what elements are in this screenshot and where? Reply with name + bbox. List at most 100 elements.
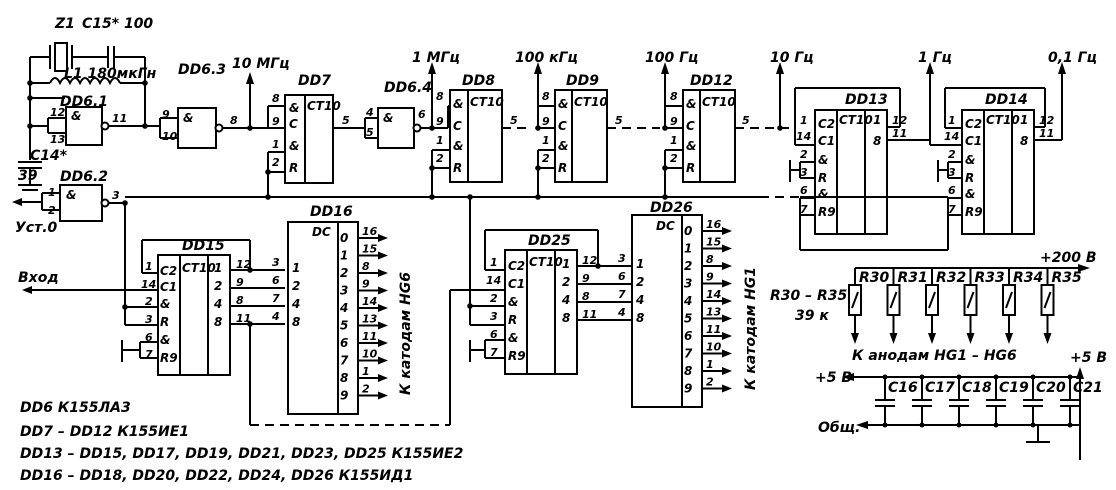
svg-text:1: 1 bbox=[873, 113, 881, 127]
svg-text:5: 5 bbox=[742, 114, 750, 127]
dd26-out-9: 9 bbox=[684, 382, 692, 396]
counter-dd8: DD8 CT10 & C & R 8 9 1 2 5 bbox=[429, 73, 530, 197]
svg-text:6: 6 bbox=[948, 184, 956, 197]
svg-text:R: R bbox=[558, 161, 567, 175]
resistor-label-r34: R34 bbox=[1013, 270, 1043, 286]
dd25-label: DD25 bbox=[528, 233, 571, 249]
svg-text:14: 14 bbox=[141, 278, 156, 291]
svg-text:1: 1 bbox=[490, 256, 498, 269]
dd6-3-label: DD6.3 bbox=[178, 62, 226, 78]
svg-text:11: 11 bbox=[112, 112, 127, 125]
dd16-pin-16: 16 bbox=[362, 225, 378, 238]
svg-text:C: C bbox=[453, 119, 462, 133]
freq-10hz: 10 Гц bbox=[770, 50, 814, 66]
svg-text:2: 2 bbox=[272, 156, 280, 169]
dd16-out-9: 9 bbox=[340, 389, 348, 403]
dd26-out-8: 8 bbox=[684, 364, 692, 378]
svg-text:R9: R9 bbox=[508, 349, 526, 363]
capacitor-label-c17: C17 bbox=[925, 380, 955, 396]
dd26-out-6: 6 bbox=[684, 329, 692, 343]
cathodes-hg6-label: К катодам HG6 bbox=[398, 272, 414, 395]
svg-text:11: 11 bbox=[892, 127, 907, 140]
svg-text:5: 5 bbox=[615, 114, 623, 127]
svg-text:8: 8 bbox=[230, 114, 238, 127]
dd26-pin-10: 10 bbox=[706, 341, 722, 354]
dd26-pin-13: 13 bbox=[706, 306, 722, 319]
svg-text:1: 1 bbox=[214, 261, 222, 275]
svg-text:11: 11 bbox=[582, 308, 597, 321]
svg-text:&: & bbox=[383, 111, 393, 125]
svg-text:1: 1 bbox=[542, 134, 550, 147]
svg-text:R: R bbox=[965, 171, 974, 185]
svg-text:R9: R9 bbox=[965, 205, 983, 219]
counter-dd13: DD13 CT10 C2 C1 & R & R9 1 8 1 14 2 3 6 … bbox=[789, 50, 952, 250]
legend-line-3: DD13 – DD15, DD17, DD19, DD21, DD23, DD2… bbox=[20, 446, 463, 462]
svg-text:7: 7 bbox=[618, 288, 626, 301]
dd26-out-5: 5 bbox=[684, 312, 692, 326]
svg-text:C2: C2 bbox=[818, 117, 835, 131]
svg-text:C1: C1 bbox=[160, 280, 177, 294]
svg-text:C: C bbox=[686, 119, 695, 133]
svg-text:9: 9 bbox=[542, 115, 550, 128]
svg-text:3: 3 bbox=[145, 313, 153, 326]
svg-text:6: 6 bbox=[800, 184, 808, 197]
legend-line-2: DD7 – DD12 К155ИЕ1 bbox=[20, 424, 189, 440]
resistor-label-r33: R33 bbox=[975, 270, 1005, 286]
svg-text:R: R bbox=[453, 161, 462, 175]
svg-text:10: 10 bbox=[162, 130, 178, 143]
dd26-pin-14: 14 bbox=[706, 288, 721, 301]
dd16-out-1: 1 bbox=[340, 249, 348, 263]
svg-text:6: 6 bbox=[145, 331, 153, 344]
svg-text:DC: DC bbox=[656, 219, 675, 233]
capacitor-label-c21: C21 bbox=[1073, 380, 1103, 396]
svg-text:14: 14 bbox=[796, 130, 811, 143]
svg-text:2: 2 bbox=[562, 275, 570, 289]
c14-label: С14* bbox=[30, 148, 68, 164]
svg-text:2: 2 bbox=[292, 279, 300, 293]
svg-text:2: 2 bbox=[542, 152, 550, 165]
svg-text:&: & bbox=[686, 139, 696, 153]
dd6-1-label: DD6.1 bbox=[60, 94, 108, 110]
svg-text:4: 4 bbox=[213, 297, 222, 311]
svg-text:&: & bbox=[818, 153, 828, 167]
dd16-pin-10: 10 bbox=[362, 348, 378, 361]
dd26-label: DD26 bbox=[650, 200, 693, 216]
dd6-2-label: DD6.2 bbox=[60, 169, 108, 185]
c14-value: 39 bbox=[18, 168, 38, 184]
svg-text:CT10: CT10 bbox=[986, 113, 1020, 127]
capacitor-label-c16: C16 bbox=[888, 380, 918, 396]
svg-text:&: & bbox=[508, 331, 518, 345]
svg-text:2: 2 bbox=[145, 295, 153, 308]
svg-text:3: 3 bbox=[272, 256, 280, 269]
svg-text:CT10: CT10 bbox=[182, 261, 216, 275]
svg-text:R9: R9 bbox=[160, 351, 178, 365]
resistor-label-r35: R35 bbox=[1052, 270, 1083, 286]
svg-text:12: 12 bbox=[236, 258, 252, 271]
svg-text:13: 13 bbox=[50, 133, 66, 146]
dd16-out-6: 6 bbox=[340, 336, 348, 350]
vhod-label: Вход bbox=[18, 270, 59, 286]
capacitor-label-c19: C19 bbox=[999, 380, 1029, 396]
dd16-out-4: 4 bbox=[339, 301, 348, 315]
svg-text:1: 1 bbox=[145, 260, 153, 273]
svg-text:1: 1 bbox=[800, 114, 808, 127]
svg-text:6: 6 bbox=[418, 108, 426, 121]
svg-text:11: 11 bbox=[236, 312, 251, 325]
svg-text:1: 1 bbox=[636, 257, 644, 271]
gate-dd6-3: & DD6.3 9 10 8 10 МГц bbox=[159, 56, 290, 149]
dd14-label: DD14 bbox=[985, 92, 1028, 108]
freq-1mhz: 1 МГц bbox=[412, 50, 460, 66]
svg-text:8: 8 bbox=[582, 290, 590, 303]
svg-text:9: 9 bbox=[670, 115, 678, 128]
svg-text:5: 5 bbox=[366, 126, 374, 139]
dd16-out-0: 0 bbox=[340, 231, 348, 245]
svg-text:12: 12 bbox=[1039, 114, 1055, 127]
svg-text:9: 9 bbox=[162, 108, 170, 121]
svg-text:&: & bbox=[289, 101, 299, 115]
svg-text:3: 3 bbox=[948, 166, 956, 179]
svg-text:2: 2 bbox=[948, 148, 956, 161]
counter-dd25: DD25 CT10 C2 C1 & R & R9 1 2 4 8 1 14 2 … bbox=[450, 197, 632, 375]
dd13-label: DD13 bbox=[845, 92, 888, 108]
